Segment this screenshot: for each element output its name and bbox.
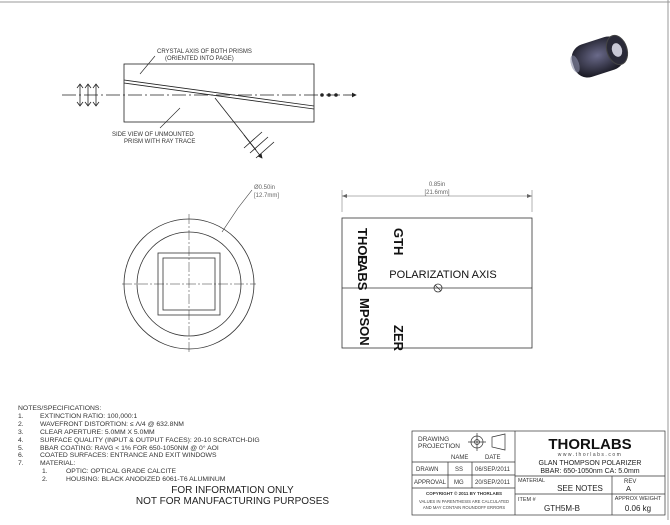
note-number: 7. [18,460,24,468]
note-subitem: 2. HOUSING: BLACK ANODIZED 6061-T6 ALUMIN… [18,476,318,484]
material-label: MATERIAL [518,478,545,484]
note-item: 4. SURFACE QUALITY (INPUT & OUTPUT FACES)… [18,437,318,445]
polarization-axis-label: POLARIZATION AXIS [389,269,496,281]
note-text: COATED SURFACES: ENTRANCE AND EXIT WINDO… [40,452,217,460]
note-text: CLEAR APERTURE: 5.0mm x 5.0mm [40,428,155,436]
values-note-2: AND MAY CONTAIN ROUNDOFF ERRORS [423,505,506,510]
engraving-thor: THOR [355,228,370,265]
crystal-axis-label-1: CRYSTAL AXIS OF BOTH PRISMS [157,49,252,55]
side-view-label-1: SIDE VIEW OF UNMOUNTED [112,132,194,138]
material-value: SEE NOTES [557,484,603,493]
rejected-beam-arrows [243,131,275,159]
approval-label: APPROVAL [414,480,447,486]
length-dim-in: 0.85in [429,182,445,188]
note-text: MATERIAL: [40,460,76,468]
projection-label-1: DRAWING [418,436,449,443]
engraving-labs: LABS [355,255,370,291]
description-1: GLAN THOMPSON POLARIZER [539,460,642,467]
product-photo [570,34,629,78]
projection-label-2: PROJECTION [418,443,460,450]
engraving-mpson: MPSON [357,298,372,346]
notes-specifications: NOTES/SPECIFICATIONS: 1. EXTINCTION RATIO… [18,405,318,484]
crystal-axis-leader [139,55,156,75]
name-header: NAME [451,455,468,461]
rev-value: A [626,484,631,493]
note-item: 5. BBAR COATING: Ravg < 1% FOR 650-1050nm… [18,445,318,453]
output-polarization-dots [320,93,338,97]
weight-label: APPROX WEIGHT [615,496,662,502]
engraving-gth: GTH [391,228,406,255]
note-number: 5. [18,444,24,452]
housing-side-view [341,190,533,349]
date-header: DATE [485,455,501,461]
disclaimer-line-1: FOR INFORMATION ONLY [171,485,294,496]
note-text: EXTINCTION RATIO: 100,000:1 [40,412,138,420]
approval-name: MG [454,480,464,486]
copyright: COPYRIGHT © 2011 BY THORLABS [426,490,502,496]
note-subitem: 1. OPTIC: OPTICAL GRADE CALCITE [18,468,318,476]
thorlabs-website: www.thorlabs.com [558,452,623,458]
notes-title: NOTES/SPECIFICATIONS: [18,405,102,412]
title-block [411,430,666,516]
diameter-dim-in: Ø0.50in [254,185,275,191]
note-item: 3. CLEAR APERTURE: 5.0mm x 5.0mm [18,429,318,437]
note-number: 6. [18,452,24,460]
item-value: GTH5M-B [544,504,580,513]
diameter-dim-mm: [12.7mm] [254,193,279,199]
length-dim-mm: [21.6mm] [424,190,449,196]
thorlabs-logo: THORLABS [548,436,631,453]
note-item: 1. EXTINCTION RATIO: 100,000:1 [18,413,318,421]
note-item: 2. WAVEFRONT DISTORTION: ≤ λ/4 @ 632.8nm [18,421,318,429]
note-item: 6. COATED SURFACES: ENTRANCE AND EXIT WIN… [18,452,318,460]
note-subnumber: 2. [42,476,48,484]
note-text: BBAR COATING: Ravg < 1% FOR 650-1050nm @… [40,444,219,452]
drawn-date: 06/SEP/2011 [475,467,511,473]
drawn-label: DRAWN [416,467,438,473]
drawn-name: SS [455,467,463,473]
note-subnumber: 1. [42,468,48,476]
front-view [122,189,256,354]
note-number: 2. [18,420,24,428]
engraving-zer: ZER [391,325,406,352]
note-subtext: HOUSING: BLACK ANODIZED 6061-T6 ALUMINUM [66,476,226,484]
rev-label: REV [624,479,636,485]
note-subtext: OPTIC: OPTICAL GRADE CALCITE [66,468,177,476]
note-number: 3. [18,428,24,436]
prism-side-view [62,63,357,159]
note-number: 4. [18,436,24,444]
values-note-1: VALUES IN PARENTHESIS ARE CALCULATED [419,499,509,504]
projection-symbol [468,433,506,451]
description-2: BBAR: 650-1050nm CA: 5.0mm [540,468,639,475]
crystal-axis-label-2: (ORIENTED INTO PAGE) [165,56,234,62]
note-number: 1. [18,412,24,420]
side-view-leader [159,107,181,129]
item-label: ITEM # [518,497,537,503]
weight-value: 0.06 kg [625,504,651,513]
note-item: 7. MATERIAL: [18,460,318,468]
note-text: WAVEFRONT DISTORTION: ≤ λ/4 @ 632.8nm [40,420,184,428]
note-text: SURFACE QUALITY (INPUT & OUTPUT FACES): … [40,436,260,444]
disclaimer-line-2: NOT FOR MANUFACTURING PURPOSES [135,496,330,507]
approval-date: 20/SEP/2011 [475,480,511,486]
side-view-label-2: PRISM WITH RAY TRACE [124,139,195,145]
input-polarization-arrows [76,83,100,107]
disclaimer: FOR INFORMATION ONLY NOT FOR MANUFACTURI… [100,485,365,507]
